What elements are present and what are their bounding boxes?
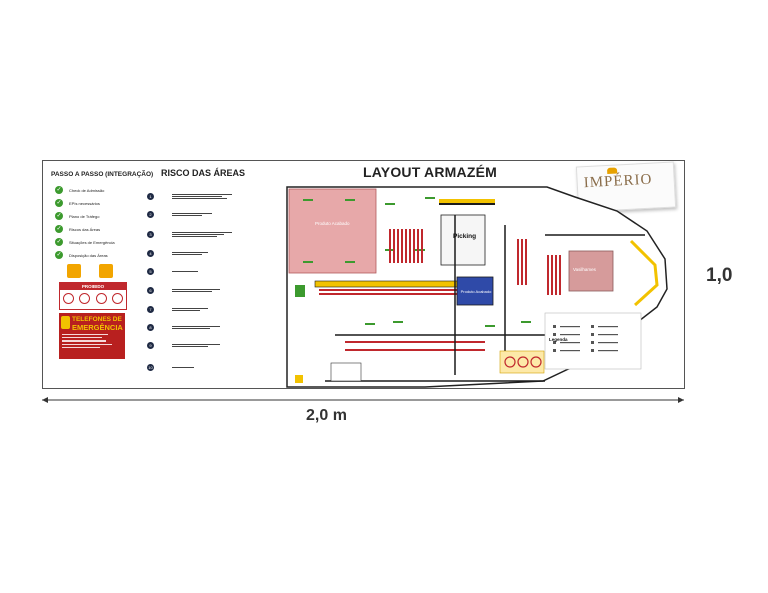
risk-item: 3: [147, 231, 232, 238]
layout-title: LAYOUT ARMAZÉM: [363, 164, 497, 180]
flow-arrows: [303, 197, 531, 327]
risk-title: RISCO DAS ÁREAS: [161, 168, 246, 178]
emergency-panel: TELEFONES DE EMERGÊNCIA: [59, 313, 125, 359]
fire-point: [295, 285, 305, 297]
risk-item: 8: [147, 324, 220, 331]
check-icon: ✓: [55, 225, 63, 233]
step-item: ✓ Situações de Emergência: [55, 238, 115, 246]
check-icon: ✓: [55, 251, 63, 259]
step-item: ✓ Plano de Tráfego: [55, 212, 100, 220]
emergency-label: TELEFONES DE: [72, 316, 122, 323]
zone-produto-acabado: [288, 188, 377, 274]
zone-label-vasilhames: Vasilhames: [573, 267, 596, 272]
no-food-icon: [112, 293, 124, 304]
vest-icon: [67, 264, 81, 278]
prohibited-label: PROIBIDO: [81, 284, 105, 289]
zone-label-picking: Picking: [453, 233, 477, 240]
risk-item: 6: [147, 287, 220, 294]
room-block: [330, 362, 362, 382]
check-icon: ✓: [55, 212, 63, 220]
hazard-curve: [629, 239, 659, 307]
step-item: ✓ EPIs necessários: [55, 199, 100, 207]
no-smoking-icon: [79, 293, 91, 304]
risk-item: 5: [147, 268, 198, 275]
zone-label-acabado: Produto Acabado: [315, 221, 350, 226]
warning-signs: [499, 350, 545, 374]
check-icon: ✓: [55, 199, 63, 207]
hazard-stripe: [439, 199, 495, 203]
check-icon: ✓: [55, 238, 63, 246]
legend-title: Legenda: [549, 337, 568, 342]
risk-item: 4: [147, 250, 208, 257]
risk-item: 1: [147, 193, 232, 200]
height-label: 1,0: [706, 265, 733, 286]
zone-picking: [440, 214, 486, 266]
emergency-label: EMERGÊNCIA: [72, 323, 123, 332]
warehouse-map: [286, 186, 668, 388]
corridor-lines: [325, 215, 645, 382]
width-label: 2,0 m: [306, 407, 347, 424]
prohibited-panel: PROIBIDO: [59, 282, 127, 310]
risk-item: 7: [147, 306, 208, 313]
risk-item: 10: [147, 364, 194, 371]
risk-item: 2: [147, 211, 212, 218]
step-item: ✓ Check de Admissão: [55, 186, 105, 194]
zone-produto-acabado-2: [456, 276, 494, 306]
storage-racks: [389, 229, 561, 295]
step-item: ✓ Riscos das Áreas: [55, 225, 101, 233]
check-icon: ✓: [55, 186, 63, 194]
width-dimension-line: [42, 397, 684, 403]
zone-label-acabado-2: Produto Acabado: [460, 289, 492, 294]
no-entry-icon: [62, 293, 74, 304]
safety-board: PASSO A PASSO (INTEGRAÇÃO) ✓ Check de Ad…: [42, 160, 685, 389]
vest-icon: [99, 264, 113, 278]
no-phone-icon: [95, 293, 107, 304]
phone-icon: [61, 316, 70, 329]
emergency-point: [295, 375, 303, 383]
steps-title: PASSO A PASSO (INTEGRAÇÃO): [51, 171, 154, 178]
zone-vasilhames: [568, 250, 614, 292]
step-item: ✓ Disposição das Áreas: [55, 251, 108, 259]
risk-item: 9: [147, 342, 220, 349]
